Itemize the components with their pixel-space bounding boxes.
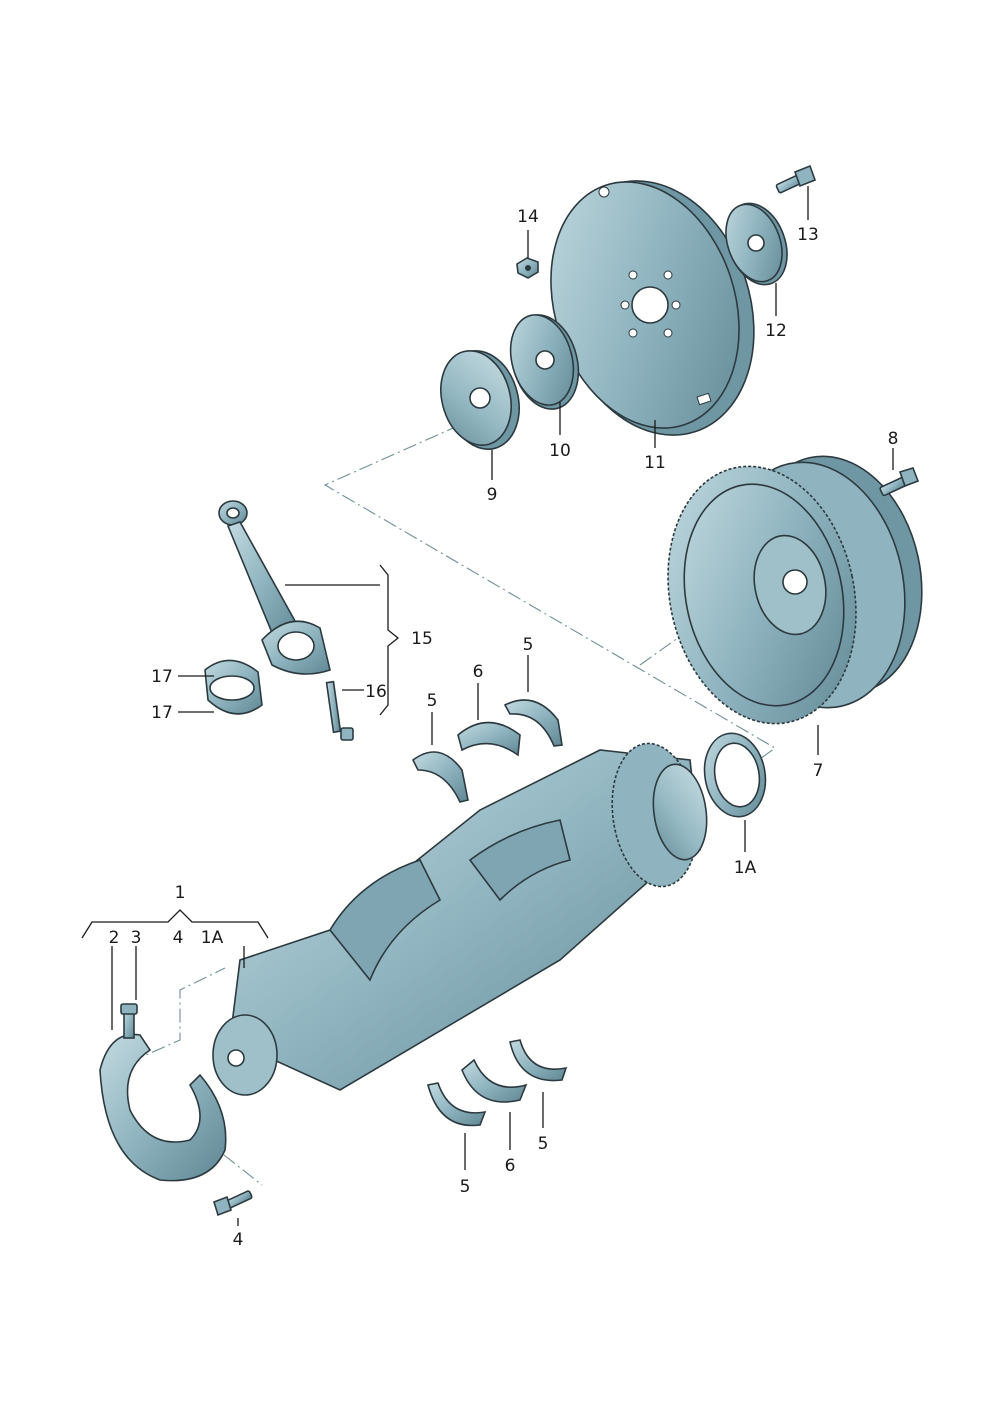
callout-16: 16 bbox=[365, 682, 387, 702]
callout-labels: 14 13 12 10 11 9 8 7 1A 15 16 17 17 5 6 … bbox=[109, 207, 899, 1250]
callout-10: 10 bbox=[549, 441, 571, 461]
adapter-plate-9 bbox=[440, 350, 520, 450]
callout-5-lower-right: 5 bbox=[538, 1134, 549, 1154]
flexplate bbox=[550, 180, 755, 436]
callout-1: 1 bbox=[175, 883, 186, 903]
callout-6-upper: 6 bbox=[473, 662, 484, 682]
main-bearing-shell-lower bbox=[461, 1058, 528, 1103]
dual-mass-flywheel bbox=[667, 455, 923, 725]
callout-4-bottom: 4 bbox=[233, 1230, 244, 1250]
callout-4-top: 4 bbox=[173, 928, 184, 948]
callout-5-upper-right: 5 bbox=[523, 635, 534, 655]
callout-17-lower: 17 bbox=[151, 703, 173, 723]
shim-plate-12 bbox=[725, 202, 788, 286]
thrust-washer-upper-left bbox=[411, 751, 469, 803]
nut-14 bbox=[516, 257, 539, 279]
callout-5-upper-left: 5 bbox=[427, 691, 438, 711]
crankshaft bbox=[212, 742, 708, 1096]
callout-11: 11 bbox=[644, 453, 666, 473]
callout-1a-top: 1A bbox=[201, 928, 224, 948]
callout-15: 15 bbox=[411, 629, 433, 649]
callout-14: 14 bbox=[517, 207, 539, 227]
callout-6-lower: 6 bbox=[505, 1156, 516, 1176]
callout-12: 12 bbox=[765, 321, 787, 341]
callout-9: 9 bbox=[487, 485, 498, 505]
callout-3: 3 bbox=[131, 928, 142, 948]
seal-ring-1a bbox=[703, 732, 767, 818]
bolt-4 bbox=[213, 1190, 253, 1217]
connecting-rod bbox=[218, 500, 331, 675]
callout-1a-side: 1A bbox=[734, 858, 757, 878]
main-bearing-shell-upper bbox=[457, 721, 521, 757]
thrust-washer-upper-right bbox=[503, 699, 563, 747]
callout-7: 7 bbox=[813, 761, 824, 781]
thrust-washer-lower-left bbox=[427, 1082, 487, 1127]
callout-17-upper: 17 bbox=[151, 667, 173, 687]
leader-lines bbox=[81, 186, 894, 1226]
seal-carrier-plate bbox=[99, 1033, 227, 1182]
spacer-plate-10 bbox=[509, 314, 580, 410]
thrust-washer-lower-right bbox=[509, 1039, 568, 1082]
callout-5-lower-left: 5 bbox=[460, 1177, 471, 1197]
rod-bearing-shells-17 bbox=[204, 659, 263, 715]
callout-2: 2 bbox=[109, 928, 120, 948]
rod-bolt-16 bbox=[325, 680, 354, 741]
bolt-8 bbox=[879, 467, 920, 497]
bolt-3 bbox=[120, 1003, 138, 1039]
callout-8: 8 bbox=[888, 429, 899, 449]
bolt-13 bbox=[775, 164, 817, 194]
callout-13: 13 bbox=[797, 225, 819, 245]
